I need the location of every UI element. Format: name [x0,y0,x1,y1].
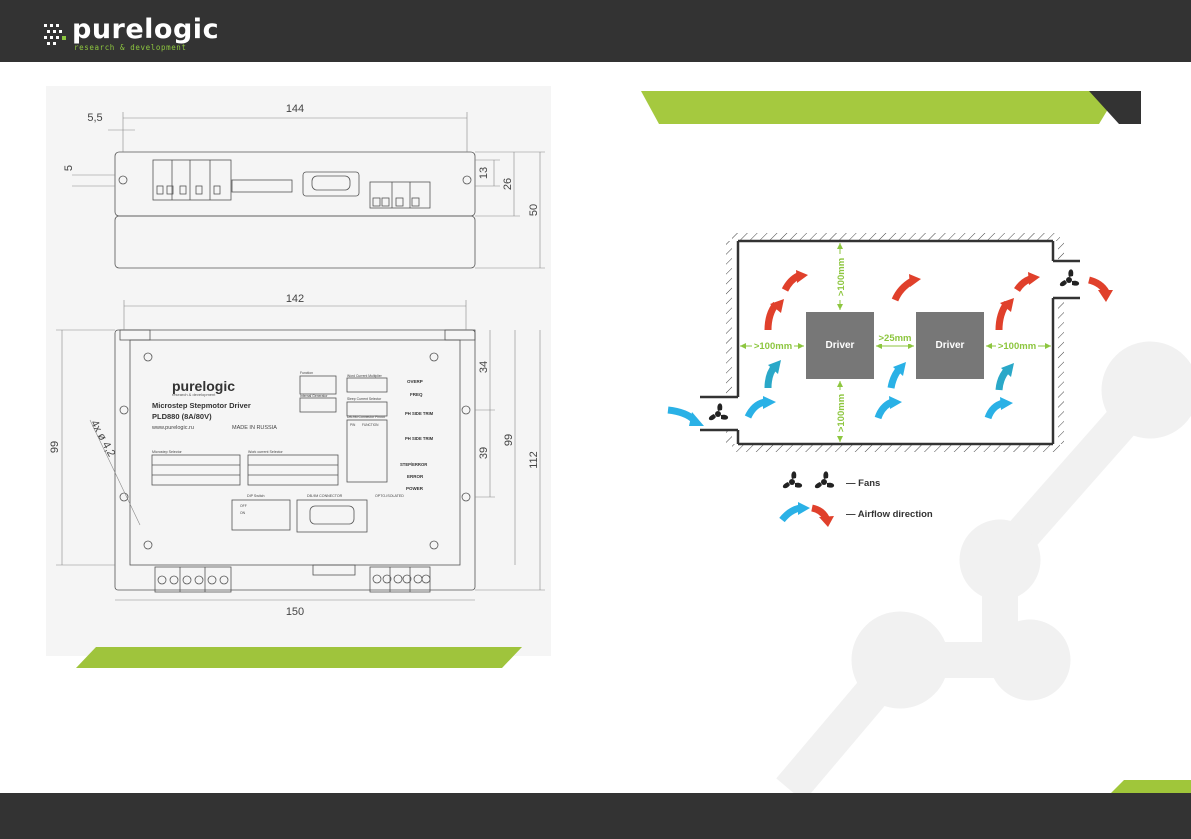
logo-wordmark: purelogic [72,14,220,45]
dim-39: 39 [478,447,490,459]
dim-142: 142 [286,293,304,305]
page-header: purelogic research & development [0,0,1191,62]
panel-dip-off: OFF [240,504,247,508]
panel-led-freq: FREQ [410,392,423,397]
logo-dots-icon [44,24,66,45]
panel-ph-side-1: PH SIDE TRIM [405,411,434,416]
logo-tagline: research & development [74,43,187,52]
panel-function: Function [300,371,313,375]
dim-50: 50 [528,204,540,216]
panel-word-current-multiplier: Word Current Multiplier [347,374,383,378]
dim-99-right: 99 [503,434,515,446]
green-bar-fill [641,91,1119,124]
panel-dip-switch: DIP Switch [247,494,265,498]
driver-box-1 [806,312,874,379]
dim-holes: 4x ø 4,2 [88,418,117,459]
gap-bottom-label: >100mm [836,394,847,432]
dim-99-left: 99 [49,441,61,453]
airflow-arrowheads [689,270,1113,426]
panel-model: PLD880 (8A/80V) [152,412,212,421]
panel-ph-side-2: PH SIDE TRIM [405,436,434,441]
panel-db9-connector: DB-9M CONNECTOR [307,494,343,498]
green-bar-right [641,91,1141,124]
driver-label-1: Driver [826,340,855,351]
airflow-arrows [667,272,1110,423]
page-footer [0,793,1191,839]
panel-brand-sub: research & development [172,392,216,397]
gap-top-label: >100mm [836,258,847,296]
outlet-fan-icon [1059,269,1080,287]
driver-box-2 [916,312,984,379]
inlet-fan-icon [708,403,729,421]
dim-150: 150 [286,606,304,618]
dim-144: 144 [286,103,304,115]
panel-pin-col: PIN [350,423,356,427]
panel-led-power: POWER [406,486,424,491]
dim-26: 26 [502,178,514,190]
panel-internal-generator: Internal Generator [300,394,328,398]
panel-made-in: MADE IN RUSSIA [232,425,277,431]
footer-green-tab [1110,780,1191,794]
panel-microstep-selector: Microstep Selector [152,450,183,454]
panel-db9-pinout: DB-9M Connector Pinout [347,415,385,419]
panel-dip-on: ON [240,511,246,515]
panel-led-overp: OVERP [407,379,423,384]
panel-function-col: FUNCTION [362,423,379,427]
technical-drawing: 144 5,5 5 13 26 50 [49,103,545,618]
panel-work-current-selector: Work current Selector [248,450,283,454]
airflow-diagram: Driver Driver >100mm >25mm >100mm >100mm… [667,233,1113,527]
panel-url: www.purelogic.ru [151,425,194,431]
panel-led-error: ERROR [407,474,424,479]
dim-5: 5 [63,165,75,171]
dim-34: 34 [478,361,490,373]
green-bar-left [76,647,522,668]
gap-between-label: >25mm [878,333,911,344]
dim-5-5: 5,5 [87,112,102,124]
driver-label-2: Driver [936,340,965,351]
panel-title: Microstep Stepmotor Driver [152,401,251,410]
legend-airflow-label: — Airflow direction [846,509,933,520]
panel-sleep-current-selector: Sleep Current Selector [347,397,382,401]
gap-right-label: >100mm [998,341,1036,352]
dim-112: 112 [528,451,540,469]
legend-fans-icons [782,471,835,489]
gap-left-label: >100mm [754,341,792,352]
panel-brand: purelogic [172,378,235,394]
technical-drawing-panel: 144 5,5 5 13 26 50 [46,86,551,656]
panel-led-step-error: STEP/ERROR [400,462,427,467]
dim-13: 13 [478,167,490,179]
panel-opto-isolated: OPTO-ISOLATED [375,494,404,498]
legend-fans-label: — Fans [846,478,880,489]
